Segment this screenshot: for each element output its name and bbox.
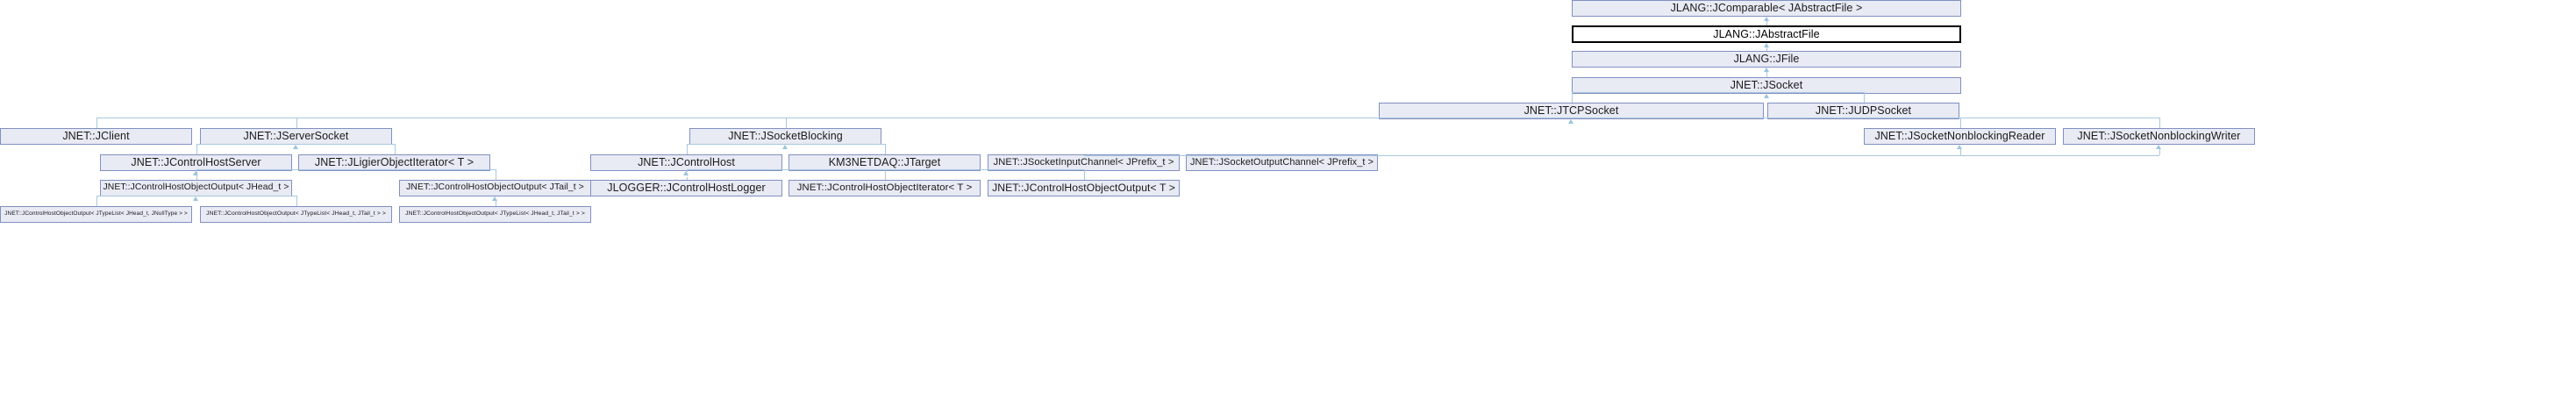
class-node-label: JNET::JTCPSocket [1523, 104, 1619, 118]
edge-vertical [1863, 92, 1865, 103]
class-node-label: KM3NETDAQ::JTarget [828, 156, 941, 169]
edge-vertical [2159, 118, 2160, 128]
class-node-label: JLANG::JAbstractFile [1713, 27, 1820, 40]
inheritance-arrowhead [293, 145, 298, 149]
inheritance-arrowhead [782, 145, 788, 149]
edge-vertical [1083, 169, 1085, 180]
edge-vertical [1766, 72, 1767, 77]
inheritance-arrowhead [683, 171, 689, 175]
class-node[interactable]: JLANG::JFile [1572, 51, 1961, 68]
inheritance-arrowhead [492, 196, 497, 201]
edge-vertical [686, 169, 688, 180]
class-node[interactable]: JNET::JControlHostObjectOutput< JTail_t … [399, 180, 591, 196]
class-node[interactable]: JNET::JControlHostObjectOutput< JHead_t … [100, 180, 292, 196]
edge-vertical [296, 196, 297, 206]
edge-vertical [884, 144, 886, 154]
inheritance-arrowhead [1763, 68, 1769, 72]
edge-vertical [1766, 47, 1767, 51]
edge-vertical [1959, 118, 1961, 128]
class-node[interactable]: JNET::JControlHostObjectOutput< JTypeLis… [0, 206, 192, 223]
edge-horizontal-bus [196, 169, 496, 170]
edge-vertical [296, 118, 297, 128]
class-node[interactable]: JNET::JControlHost [590, 154, 782, 171]
class-node[interactable]: JNET::JTCPSocket [1379, 103, 1764, 119]
edge-vertical [394, 144, 396, 154]
class-node[interactable]: JNET::JControlHostObjectOutput< JTypeLis… [200, 206, 392, 223]
class-node[interactable]: JNET::JSocketNonblockingReader [1864, 128, 2056, 145]
edge-vertical [96, 118, 97, 128]
inheritance-arrowhead [2156, 145, 2161, 149]
class-node[interactable]: JNET::JUDPSocket [1767, 103, 1959, 119]
edge-vertical [1571, 92, 1573, 103]
class-node-label: JNET::JControlHostObjectIterator< T > [796, 182, 973, 193]
inheritance-arrowhead [1763, 17, 1769, 21]
class-node-label: JNET::JSocketNonblockingReader [1874, 130, 2045, 143]
edge-vertical [686, 144, 688, 154]
class-node-label: JNET::JControlHostObjectOutput< JTypeLis… [4, 211, 188, 218]
class-node-label: JNET::JControlHostObjectOutput< JTypeLis… [405, 211, 585, 218]
edge-horizontal-bus [196, 144, 395, 145]
class-node-label: JLANG::JComparable< JAbstractFile > [1670, 2, 1863, 15]
inheritance-arrowhead [1568, 119, 1573, 124]
edge-horizontal [1281, 155, 2159, 156]
class-node-label: JNET::JControlHostObjectOutput< JHead_t … [103, 182, 289, 193]
class-node-label: JLOGGER::JControlHostLogger [607, 182, 766, 195]
class-node-label: JNET::JServerSocket [243, 130, 349, 143]
class-node-label: JNET::JClient [62, 130, 130, 143]
edge-horizontal-bus [686, 144, 885, 145]
class-node[interactable]: JNET::JSocketOutputChannel< JPrefix_t > [1186, 154, 1378, 171]
class-node-label: JNET::JSocketInputChannel< JPrefix_t > [993, 156, 1174, 168]
class-node[interactable]: JNET::JServerSocket [200, 128, 392, 145]
inheritance-arrowhead [193, 171, 198, 175]
class-node-label: JNET::JControlHostServer [131, 156, 261, 169]
class-node-label: JNET::JControlHost [638, 156, 735, 169]
class-node[interactable]: JNET::JLigierObjectIterator< T > [298, 154, 490, 171]
class-node-label: JNET::JLigierObjectIterator< T > [314, 156, 475, 169]
edge-vertical [96, 196, 97, 206]
inheritance-arrowhead [1957, 145, 1962, 149]
edge-vertical [196, 144, 197, 154]
class-node[interactable]: JNET::JControlHostObjectOutput< JTypeLis… [399, 206, 591, 223]
class-node-label: JNET::JControlHostObjectOutput< JTypeLis… [206, 211, 386, 218]
class-node-label: JNET::JSocketBlocking [728, 130, 843, 143]
class-node-label: JNET::JSocketNonblockingWriter [2077, 130, 2241, 143]
class-node-label: JNET::JUDPSocket [1815, 104, 1912, 118]
class-node[interactable]: JNET::JClient [0, 128, 192, 145]
inheritance-arrowhead [193, 196, 198, 201]
edge-vertical [785, 118, 787, 128]
class-node-label: JLANG::JFile [1733, 53, 1800, 66]
class-node[interactable]: JNET::JSocketNonblockingWriter [2063, 128, 2255, 145]
class-node-label: JNET::JSocket [1730, 79, 1803, 92]
class-node-label: JNET::JControlHostObjectOutput< T > [992, 182, 1175, 195]
edge-vertical [1959, 149, 1961, 155]
class-node[interactable]: JLOGGER::JControlHostLogger [590, 180, 782, 196]
inheritance-arrowhead [1763, 94, 1769, 98]
class-node-label: JNET::JSocketOutputChannel< JPrefix_t > [1189, 157, 1374, 168]
edge-vertical [196, 169, 197, 180]
class-node[interactable]: JNET::JSocketBlocking [689, 128, 881, 145]
inheritance-arrowhead [1763, 43, 1769, 47]
class-node[interactable]: JLANG::JComparable< JAbstractFile > [1572, 0, 1961, 17]
edge-vertical [884, 169, 886, 180]
class-node[interactable]: JLANG::JAbstractFile [1572, 25, 1961, 43]
class-node[interactable]: JNET::JControlHostObjectIterator< T > [788, 180, 981, 196]
edge-vertical [1766, 21, 1767, 25]
edge-horizontal-bus [1571, 92, 1864, 93]
class-node[interactable]: JNET::JSocket [1572, 77, 1961, 94]
edge-vertical [2159, 149, 2160, 155]
class-node-label: JNET::JControlHostObjectOutput< JTail_t … [406, 182, 584, 193]
class-node[interactable]: JNET::JControlHostObjectOutput< T > [988, 180, 1180, 196]
